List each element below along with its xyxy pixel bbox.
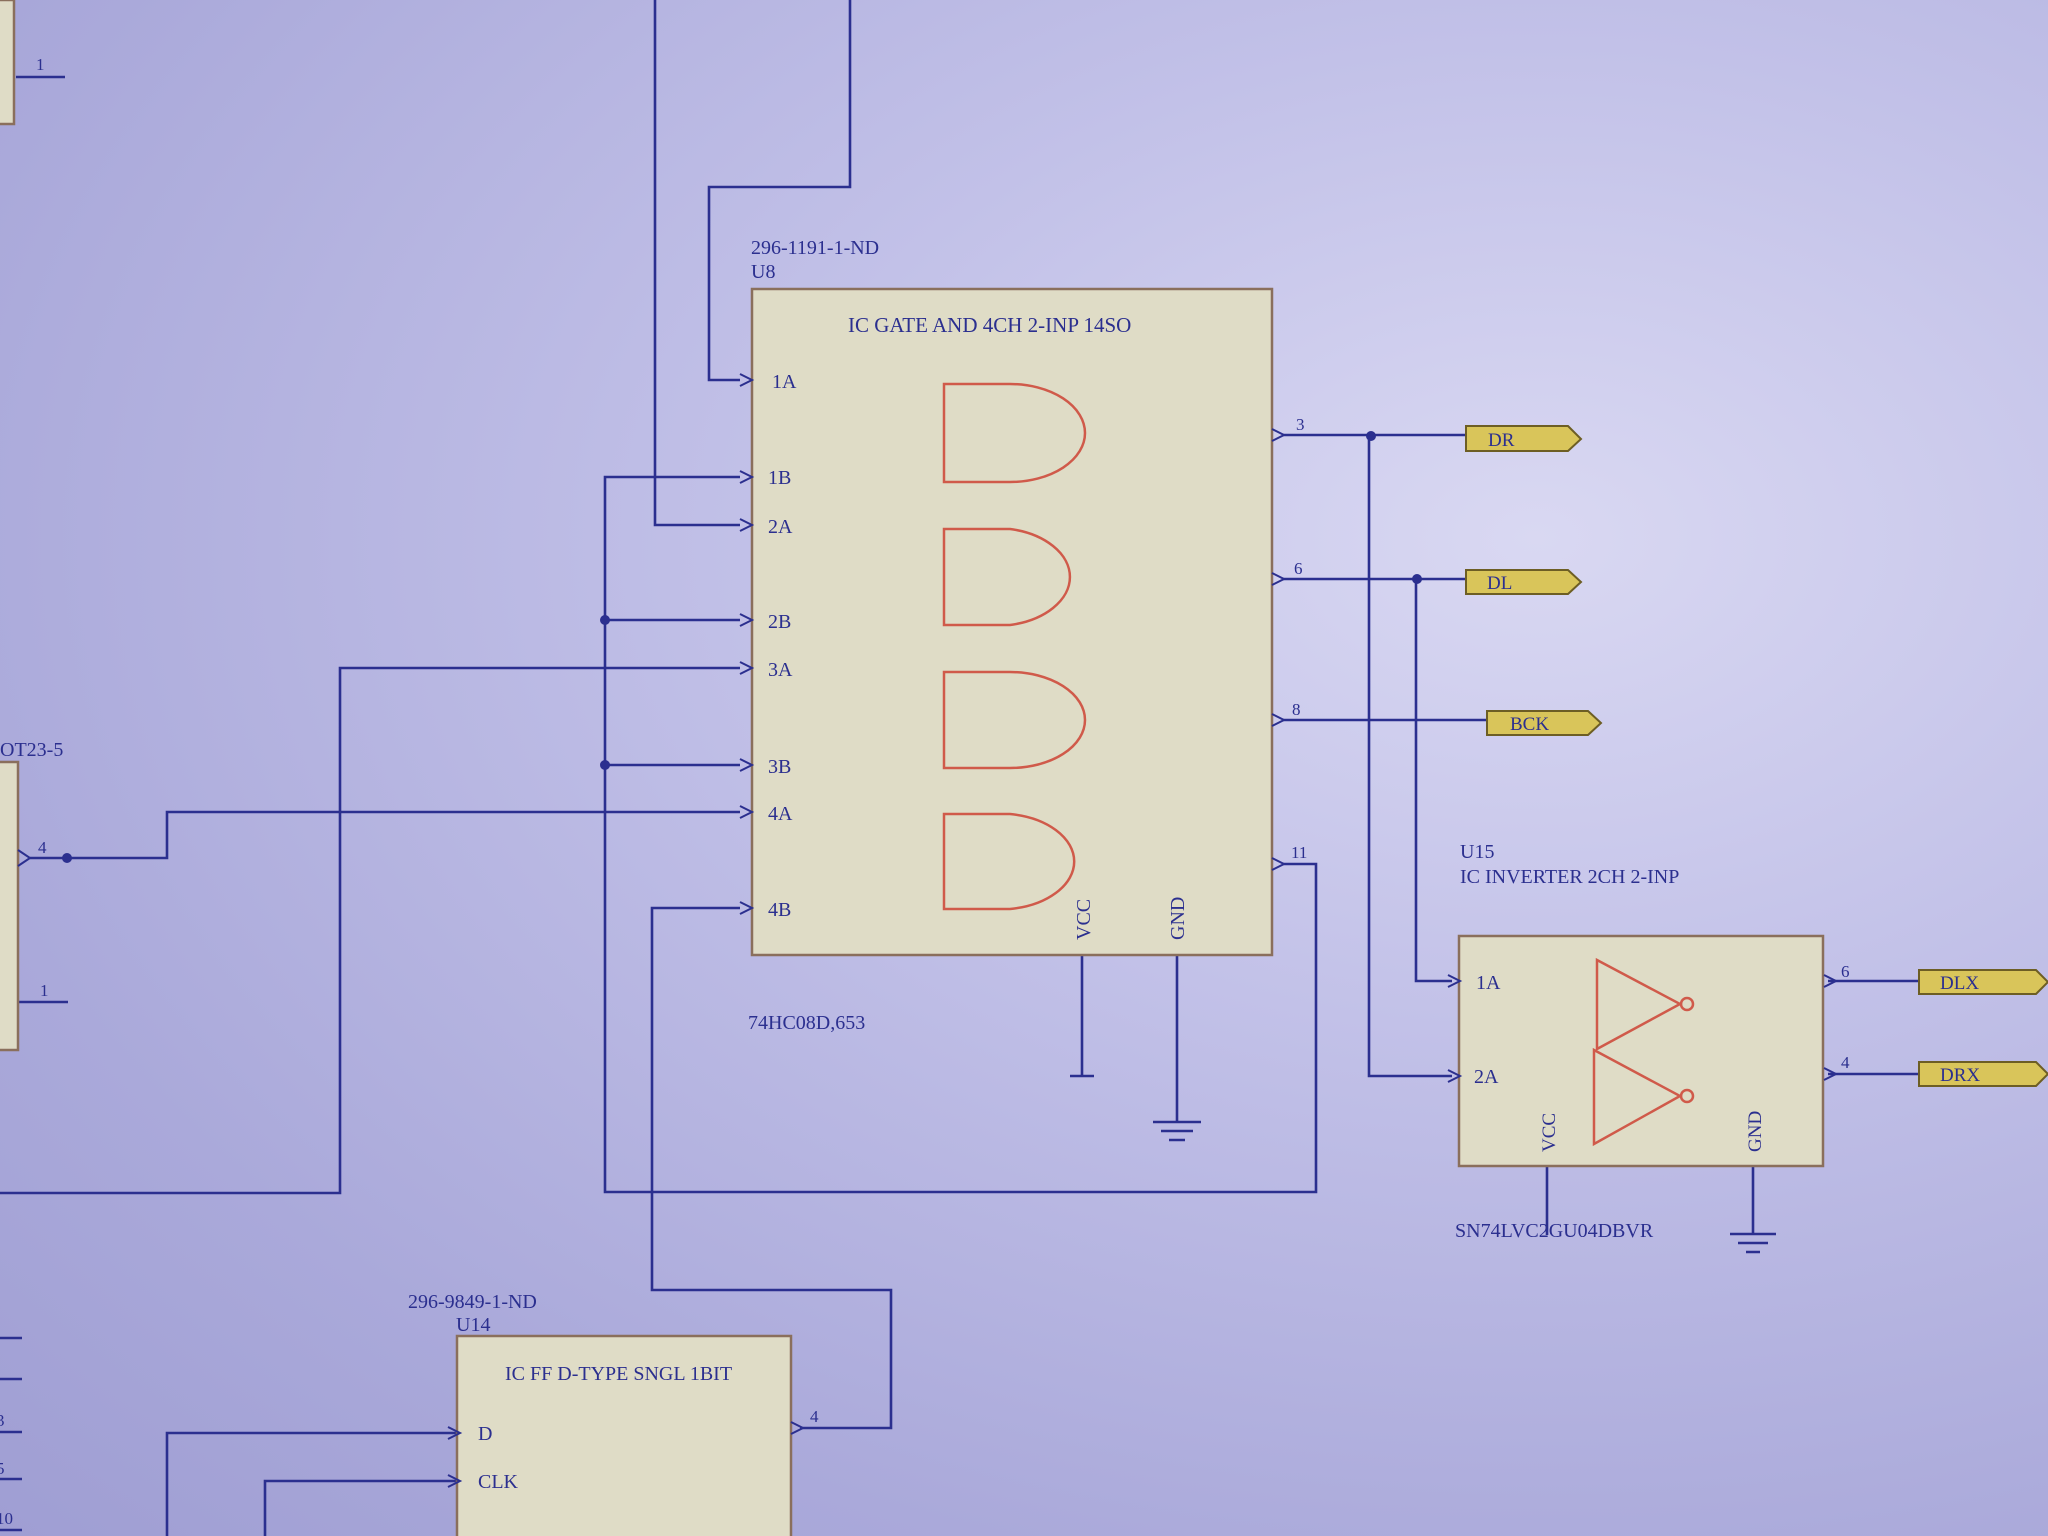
wire-1b-loop[interactable]	[603, 475, 1318, 1194]
left-part-pinnum-bottom: 1	[40, 981, 49, 1000]
and-gate-2-icon	[942, 527, 1072, 627]
u14-partnumber: 296-9849-1-ND	[408, 1291, 537, 1313]
port-bck-label: BCK	[1510, 714, 1549, 735]
left-part-pinnum-4: 4	[38, 838, 47, 857]
u8-pinnum-3: 3	[1296, 415, 1305, 434]
port-drx-label: DRX	[1940, 1065, 1980, 1086]
left-part-sot23[interactable]	[0, 0, 32, 1052]
port-bck[interactable]	[1486, 710, 1603, 736]
u8-pin-arrows	[739, 373, 1287, 915]
u8-pin-vcc: VCC	[1073, 899, 1095, 940]
left-part-label: OT23-5	[0, 739, 63, 761]
u14-pinnum-4: 4	[810, 1407, 819, 1426]
wire-to-3a[interactable]	[0, 666, 740, 1195]
u8-pin-3b: 3B	[768, 756, 791, 778]
wire-to-2a[interactable]	[653, 0, 740, 527]
u8-pinnum-11: 11	[1291, 843, 1307, 862]
port-dl[interactable]	[1465, 569, 1583, 595]
u14-designator: U14	[456, 1314, 490, 1336]
u15-designator: U15	[1460, 841, 1494, 863]
inverter-1-icon	[1595, 957, 1695, 1052]
u8-pin-1b: 1B	[768, 467, 791, 489]
u15-chip[interactable]	[1447, 934, 1839, 1168]
port-dlx[interactable]	[1918, 969, 2048, 995]
u14-title: IC FF D-TYPE SNGL 1BIT	[505, 1363, 732, 1385]
u8-pin-1a: 1A	[772, 371, 797, 393]
left-edge-pinnum-3: 3	[0, 1411, 5, 1430]
u8-pin-3a: 3A	[768, 659, 793, 681]
and-gate-3-icon	[942, 670, 1087, 770]
u8-pin-2a: 2A	[768, 516, 793, 538]
u8-pin-gnd: GND	[1167, 897, 1189, 940]
inverter-2-icon	[1592, 1047, 1695, 1147]
u15-title: IC INVERTER 2CH 2-INP	[1460, 866, 1679, 888]
u14-pin-clk: CLK	[478, 1471, 519, 1493]
u15-pinnum-4: 4	[1841, 1053, 1850, 1072]
port-dlx-label: DLX	[1940, 973, 1979, 994]
u14-pin-d: D	[478, 1423, 492, 1445]
port-dl-label: DL	[1487, 573, 1512, 594]
u15-pinnum-6: 6	[1841, 962, 1850, 981]
u8-title: IC GATE AND 4CH 2-INP 14SO	[848, 313, 1131, 337]
left-edge-pinnum-10: 10	[0, 1509, 13, 1528]
u15-pin-vcc: VCC	[1539, 1113, 1560, 1152]
wire-u15-2a[interactable]	[1367, 435, 1452, 1078]
port-drx[interactable]	[1918, 1061, 2048, 1087]
u8-pin-4b: 4B	[768, 899, 791, 921]
left-edge-pinnum-5: 5	[0, 1459, 5, 1478]
wire-to-1a[interactable]	[707, 0, 852, 382]
wire-u14-d[interactable]	[165, 1431, 460, 1536]
u8-chip[interactable]	[739, 287, 1287, 957]
u15-pin-gnd: GND	[1745, 1111, 1766, 1152]
wire-u14-clk[interactable]	[263, 1479, 460, 1536]
wire-to-4b[interactable]	[650, 906, 893, 1430]
wires	[0, 0, 1919, 1536]
u8-pin-4a: 4A	[768, 803, 793, 825]
wire-to-4a[interactable]	[30, 810, 740, 860]
u8-pin-2b: 2B	[768, 611, 791, 633]
left-part-pinnum-top: 1	[36, 55, 45, 74]
junctions	[62, 431, 1422, 863]
u8-pinnum-8: 8	[1292, 700, 1301, 719]
u8-partnumber: 296-1191-1-ND	[751, 237, 879, 259]
port-dr-label: DR	[1488, 430, 1515, 451]
u14-chip[interactable]	[447, 1334, 806, 1536]
and-gate-1-icon	[942, 382, 1087, 484]
ground-symbol-u15-icon	[1730, 1232, 1776, 1254]
u8-designator: U8	[751, 261, 775, 283]
port-dr[interactable]	[1465, 425, 1583, 452]
u15-model: SN74LVC2GU04DBVR	[1455, 1220, 1654, 1242]
u8-model: 74HC08D,653	[748, 1012, 865, 1034]
u8-pinnum-6: 6	[1294, 559, 1303, 578]
u15-pin-2a: 2A	[1474, 1066, 1499, 1088]
wire-u15-1a[interactable]	[1414, 579, 1452, 983]
and-gate-4-icon	[942, 812, 1076, 911]
ground-symbol-u8-icon	[1153, 1120, 1201, 1142]
u15-pin-1a: 1A	[1476, 972, 1501, 994]
